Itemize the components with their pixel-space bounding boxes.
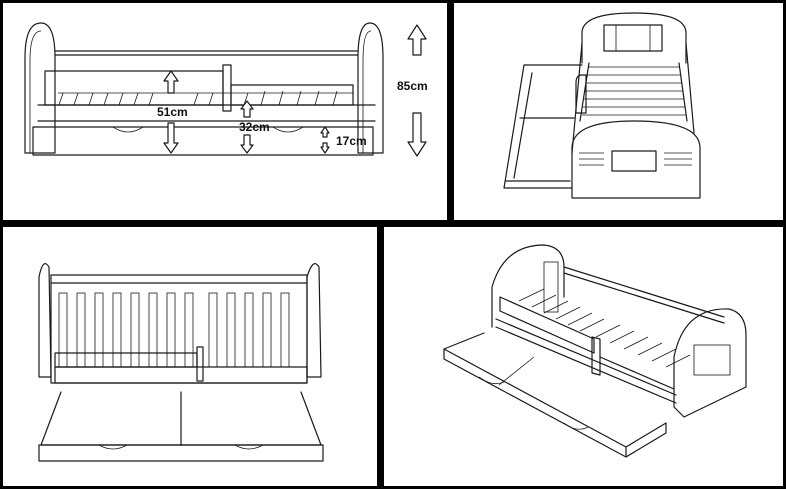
panel-top-view xyxy=(3,227,377,486)
arrow-17-up xyxy=(320,126,330,138)
top-view-drawing xyxy=(38,263,324,462)
arrow-85-down xyxy=(407,112,427,157)
dimension-arrows xyxy=(163,24,427,157)
arrow-32-down xyxy=(240,134,254,154)
arrow-17-down xyxy=(320,142,330,154)
end-view-drawing xyxy=(503,12,701,199)
label-bed-height: 32cm xyxy=(239,120,270,134)
safety-rail-right xyxy=(230,84,354,106)
perspective-view-drawing xyxy=(443,244,747,458)
panel-perspective-view xyxy=(384,227,783,486)
label-drawer-height: 17cm xyxy=(336,134,367,148)
arrow-51-down xyxy=(163,122,179,154)
left-headboard xyxy=(24,22,56,154)
label-rail-height: 51cm xyxy=(157,105,188,119)
arrow-32-up xyxy=(240,100,254,118)
label-total-height: 85cm xyxy=(397,79,428,93)
safety-rail-left xyxy=(44,70,224,106)
arrow-85-up xyxy=(407,24,427,56)
slats xyxy=(58,90,353,106)
arrow-51-up xyxy=(163,70,179,94)
drawer-front xyxy=(38,444,324,462)
panel-front-view: 85cm 51cm 32cm 17cm xyxy=(3,3,447,220)
right-headboard xyxy=(357,22,384,154)
front-view-drawing xyxy=(24,22,427,157)
drawer xyxy=(32,126,374,156)
panel-end-view xyxy=(454,3,783,220)
